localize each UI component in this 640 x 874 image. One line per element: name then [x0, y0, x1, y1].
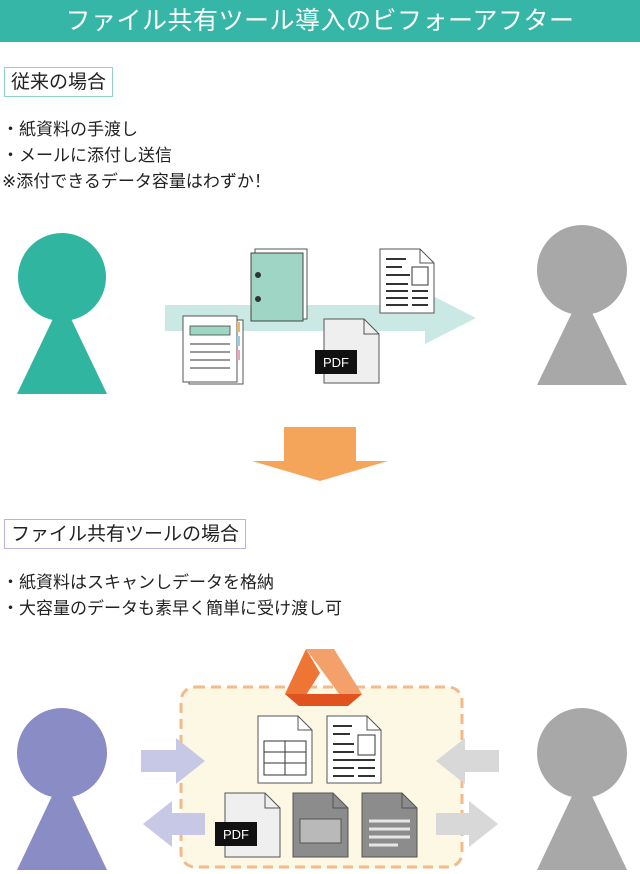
- person-gray-icon: [537, 225, 627, 385]
- list-item: ・メールに添付し送信: [2, 146, 172, 166]
- before-heading: 従来の場合: [4, 67, 114, 97]
- person-gray-icon: [537, 708, 627, 870]
- list-item: ※添付できるデータ容量はわずか！: [2, 172, 271, 192]
- before-list: ・紙資料の手渡し ・メールに添付し送信 ※添付できるデータ容量はわずか！: [2, 117, 271, 195]
- down-arrow-icon: [252, 427, 388, 481]
- upload-arrow-right-icon: [436, 738, 499, 784]
- image-file-icon: [292, 792, 349, 858]
- page-title: ファイル共有ツール導入のビフォーアフター: [65, 6, 575, 35]
- pdf-label: PDF: [323, 355, 349, 370]
- after-heading: ファイル共有ツールの場合: [4, 519, 247, 549]
- person-purple-icon: [17, 708, 107, 870]
- list-item: ・大容量のデータも素早く簡単に受け渡し可: [2, 599, 342, 619]
- list-item: ・紙資料はスキャンしデータを格納: [2, 573, 274, 593]
- title-bar: [0, 0, 640, 42]
- spreadsheet-file-icon: [257, 715, 313, 784]
- text-file-icon: [361, 792, 418, 858]
- pdf-file-icon: PDF: [315, 318, 380, 384]
- newspaper-document-icon: [379, 248, 435, 314]
- after-list: ・紙資料はスキャンしデータを格納 ・大容量のデータも素早く簡単に受け渡し可: [2, 570, 342, 622]
- drive-logo-icon: [285, 649, 362, 706]
- document-file-icon: [326, 715, 382, 784]
- pdf-file-icon: PDF: [215, 792, 281, 858]
- paper-document-icon: [182, 315, 244, 385]
- download-arrow-left-icon: [143, 801, 205, 847]
- upload-arrow-left-icon: [141, 738, 205, 784]
- download-arrow-right-icon: [436, 801, 498, 847]
- person-teal-icon: [17, 233, 107, 394]
- pdf-label: PDF: [223, 827, 249, 842]
- binder-icon: [250, 248, 308, 322]
- list-item: ・紙資料の手渡し: [2, 120, 138, 140]
